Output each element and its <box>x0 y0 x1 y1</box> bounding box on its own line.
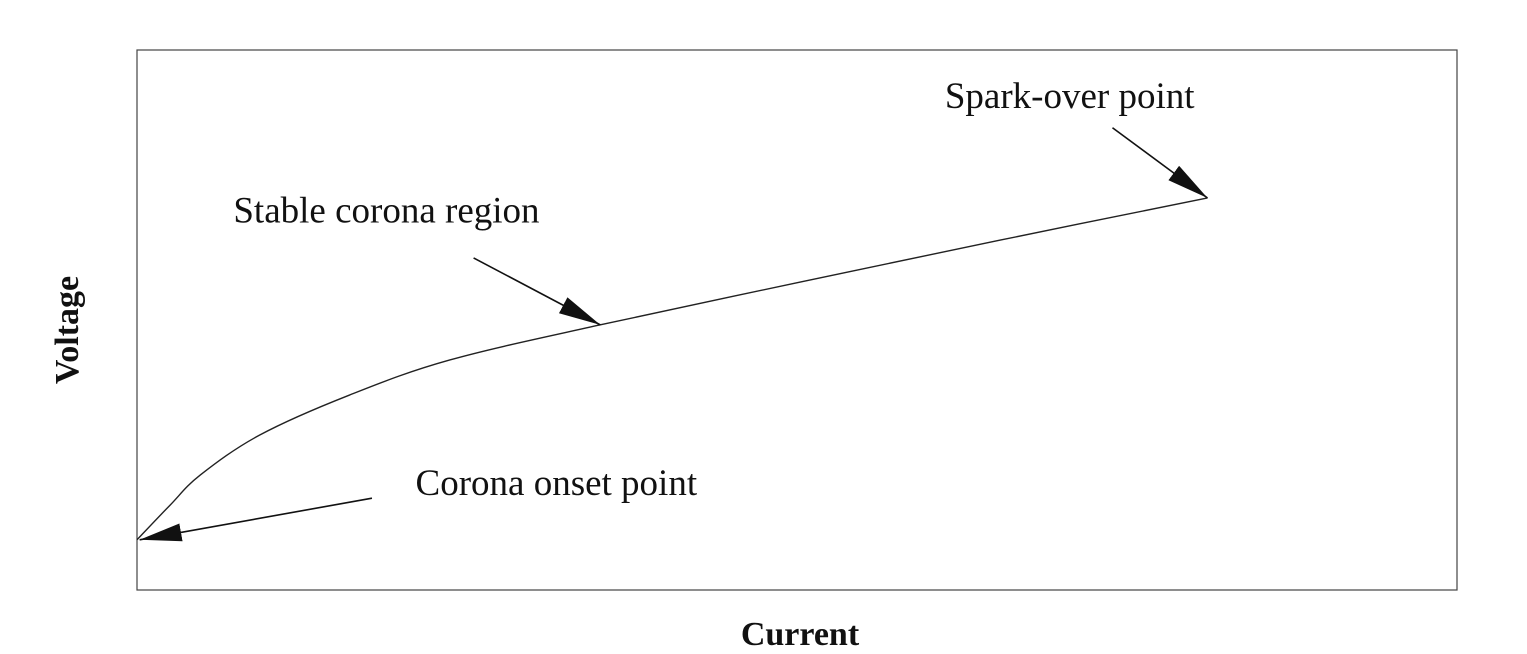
y-axis-label: Voltage <box>49 276 86 384</box>
annotation-label-0: Spark-over point <box>945 76 1195 117</box>
annotation-arrow-0 <box>1112 127 1208 199</box>
annotation-arrow-2 <box>139 497 373 542</box>
annotation-arrow-1 <box>473 257 601 326</box>
series-line-0 <box>136 197 1208 541</box>
x-axis-label: Current <box>741 616 860 653</box>
annotation-label-1: Stable corona region <box>233 190 539 231</box>
annotation-label-2: Corona onset point <box>416 463 698 504</box>
plot-frame <box>136 49 1458 591</box>
